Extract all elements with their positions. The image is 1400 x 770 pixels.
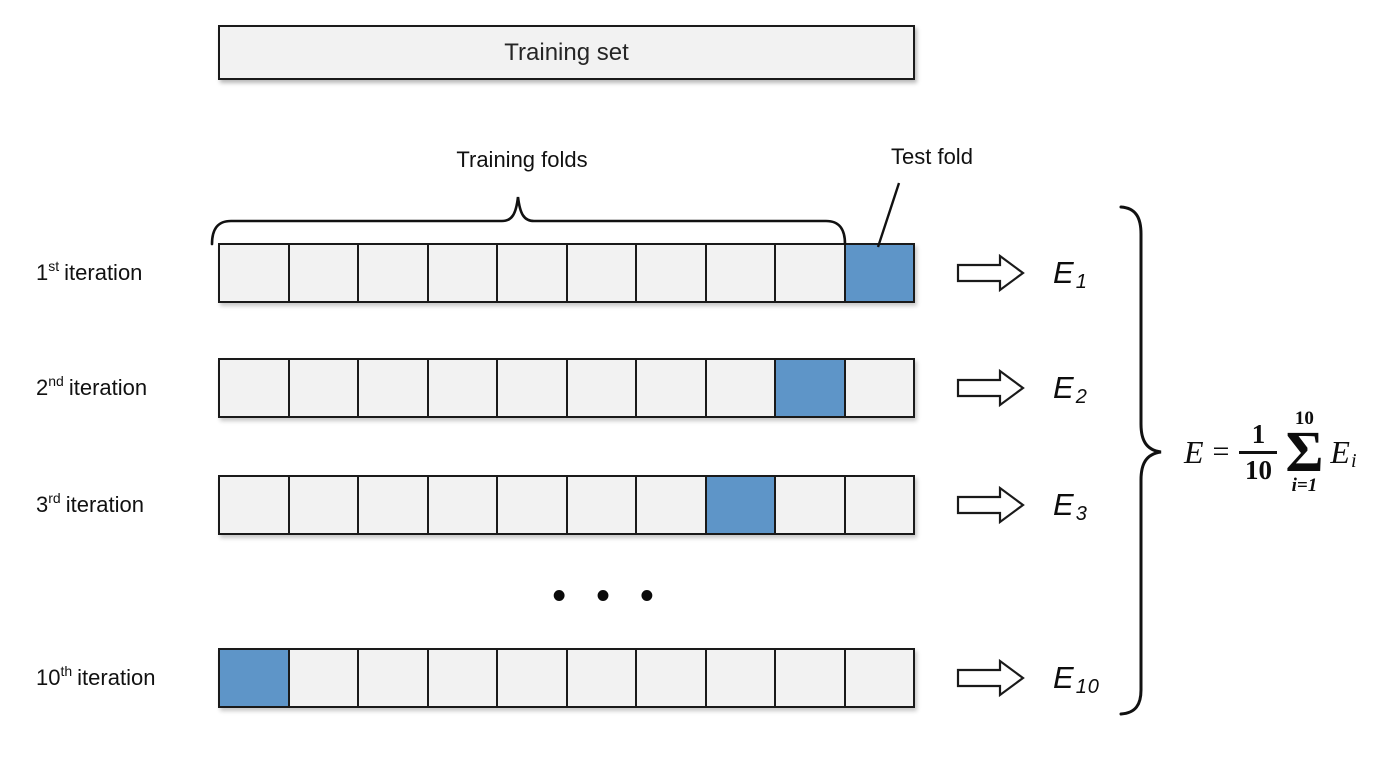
training-fold-cell: [289, 360, 359, 416]
fraction-bar: [1239, 450, 1278, 454]
formula-fraction: 1 10: [1239, 420, 1278, 484]
sigma-icon: Σ: [1285, 419, 1324, 485]
average-error-formula: E = 1 10 10 Σ i=1 E i: [1184, 396, 1357, 508]
training-fold-cell: [706, 360, 776, 416]
training-fold-cell: [359, 360, 429, 416]
training-fold-cell: [428, 477, 498, 533]
training-fold-cell: [498, 477, 568, 533]
training-fold-cell: [706, 650, 776, 706]
test-fold-cell: [706, 477, 776, 533]
training-fold-cell: [289, 477, 359, 533]
training-fold-cell: [637, 650, 707, 706]
training-set-box: Training set: [218, 25, 915, 80]
training-fold-cell: [637, 245, 707, 301]
training-fold-cell: [567, 360, 637, 416]
training-fold-cell: [776, 477, 846, 533]
training-fold-cell: [498, 650, 568, 706]
formula-equals: =: [1212, 435, 1230, 468]
training-fold-cell: [776, 650, 846, 706]
ellipsis-dots: • • •: [552, 575, 664, 617]
training-folds-brace: [210, 196, 847, 246]
training-folds-label: Training folds: [456, 147, 588, 172]
training-fold-cell: [428, 650, 498, 706]
training-fold-cell: [498, 245, 568, 301]
training-fold-cell: [637, 360, 707, 416]
training-fold-cell: [220, 477, 290, 533]
formula-summation: 10 Σ i=1: [1285, 408, 1324, 496]
fold-strip-2: [218, 358, 915, 418]
training-fold-cell: [220, 360, 290, 416]
training-fold-cell: [220, 245, 290, 301]
training-fold-cell: [706, 245, 776, 301]
training-fold-cell: [289, 245, 359, 301]
training-fold-cell: [637, 477, 707, 533]
training-fold-cell: [845, 477, 913, 533]
training-fold-cell: [359, 650, 429, 706]
training-fold-cell: [498, 360, 568, 416]
training-fold-cell: [567, 477, 637, 533]
test-fold-cell: [220, 650, 290, 706]
test-fold-label: Test fold: [891, 144, 973, 169]
training-set-label: Training set: [504, 38, 629, 66]
training-fold-cell: [289, 650, 359, 706]
test-fold-cell: [845, 245, 913, 301]
training-fold-cell: [428, 245, 498, 301]
fold-strip-10: [218, 648, 915, 708]
training-fold-cell: [567, 245, 637, 301]
training-fold-cell: [845, 650, 913, 706]
test-fold-pointer-line: [876, 182, 901, 248]
training-fold-cell: [845, 360, 913, 416]
fold-strip-3: [218, 475, 915, 535]
training-fold-cell: [359, 477, 429, 533]
formula-term: E i: [1330, 433, 1357, 472]
training-fold-cell: [567, 650, 637, 706]
training-fold-cell: [359, 245, 429, 301]
training-fold-cell: [428, 360, 498, 416]
formula-lhs: E: [1184, 433, 1204, 470]
training-fold-cell: [776, 245, 846, 301]
fold-strip-1: [218, 243, 915, 303]
test-fold-cell: [776, 360, 846, 416]
